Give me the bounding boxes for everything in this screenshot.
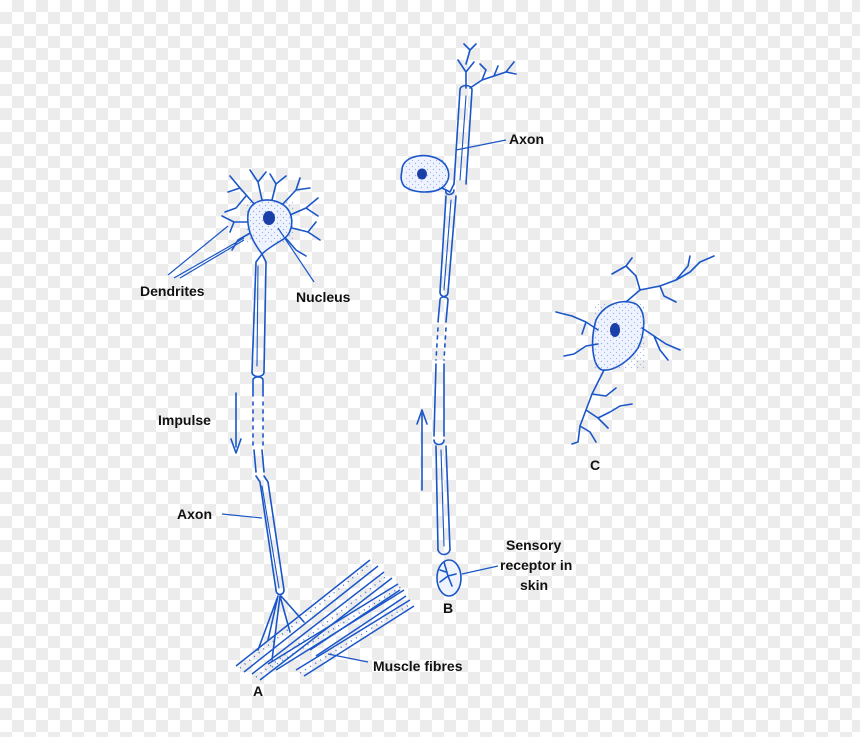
neuron-b-nucleus: [417, 168, 427, 180]
label-muscle-fibres: Muscle fibres: [373, 658, 463, 674]
label-sensory-line-2: receptor in: [500, 557, 572, 573]
label-nucleus: Nucleus: [296, 289, 351, 305]
label-panel-a: A: [253, 683, 263, 699]
motor-neuron-a: [221, 169, 321, 661]
label-impulse: Impulse: [158, 412, 211, 428]
sensory-neuron-b: [400, 43, 517, 597]
neuron-c-nucleus: [610, 323, 620, 337]
label-panel-c: C: [590, 457, 600, 473]
sensory-receptor: [436, 559, 462, 597]
label-dendrites: Dendrites: [140, 283, 205, 299]
impulse-arrow-up: [416, 409, 428, 491]
neuron-a-axon: [251, 253, 305, 661]
neuron-b-axon: [433, 195, 457, 556]
label-panel-b: B: [443, 600, 453, 616]
label-sensory-line-1: Sensory: [506, 537, 561, 553]
neuron-a-nucleus: [263, 211, 275, 225]
label-axon-a: Axon: [177, 506, 212, 522]
neuron-c: [555, 255, 715, 445]
neuron-a-dendrites: [221, 169, 321, 257]
label-sensory-line-3: skin: [520, 577, 548, 593]
impulse-arrow-down: [230, 392, 242, 454]
leader-lines: [167, 139, 507, 663]
muscle-fibres: [235, 559, 415, 681]
label-axon-b: Axon: [509, 131, 544, 147]
neuron-b-terminal-branches: [457, 43, 517, 89]
